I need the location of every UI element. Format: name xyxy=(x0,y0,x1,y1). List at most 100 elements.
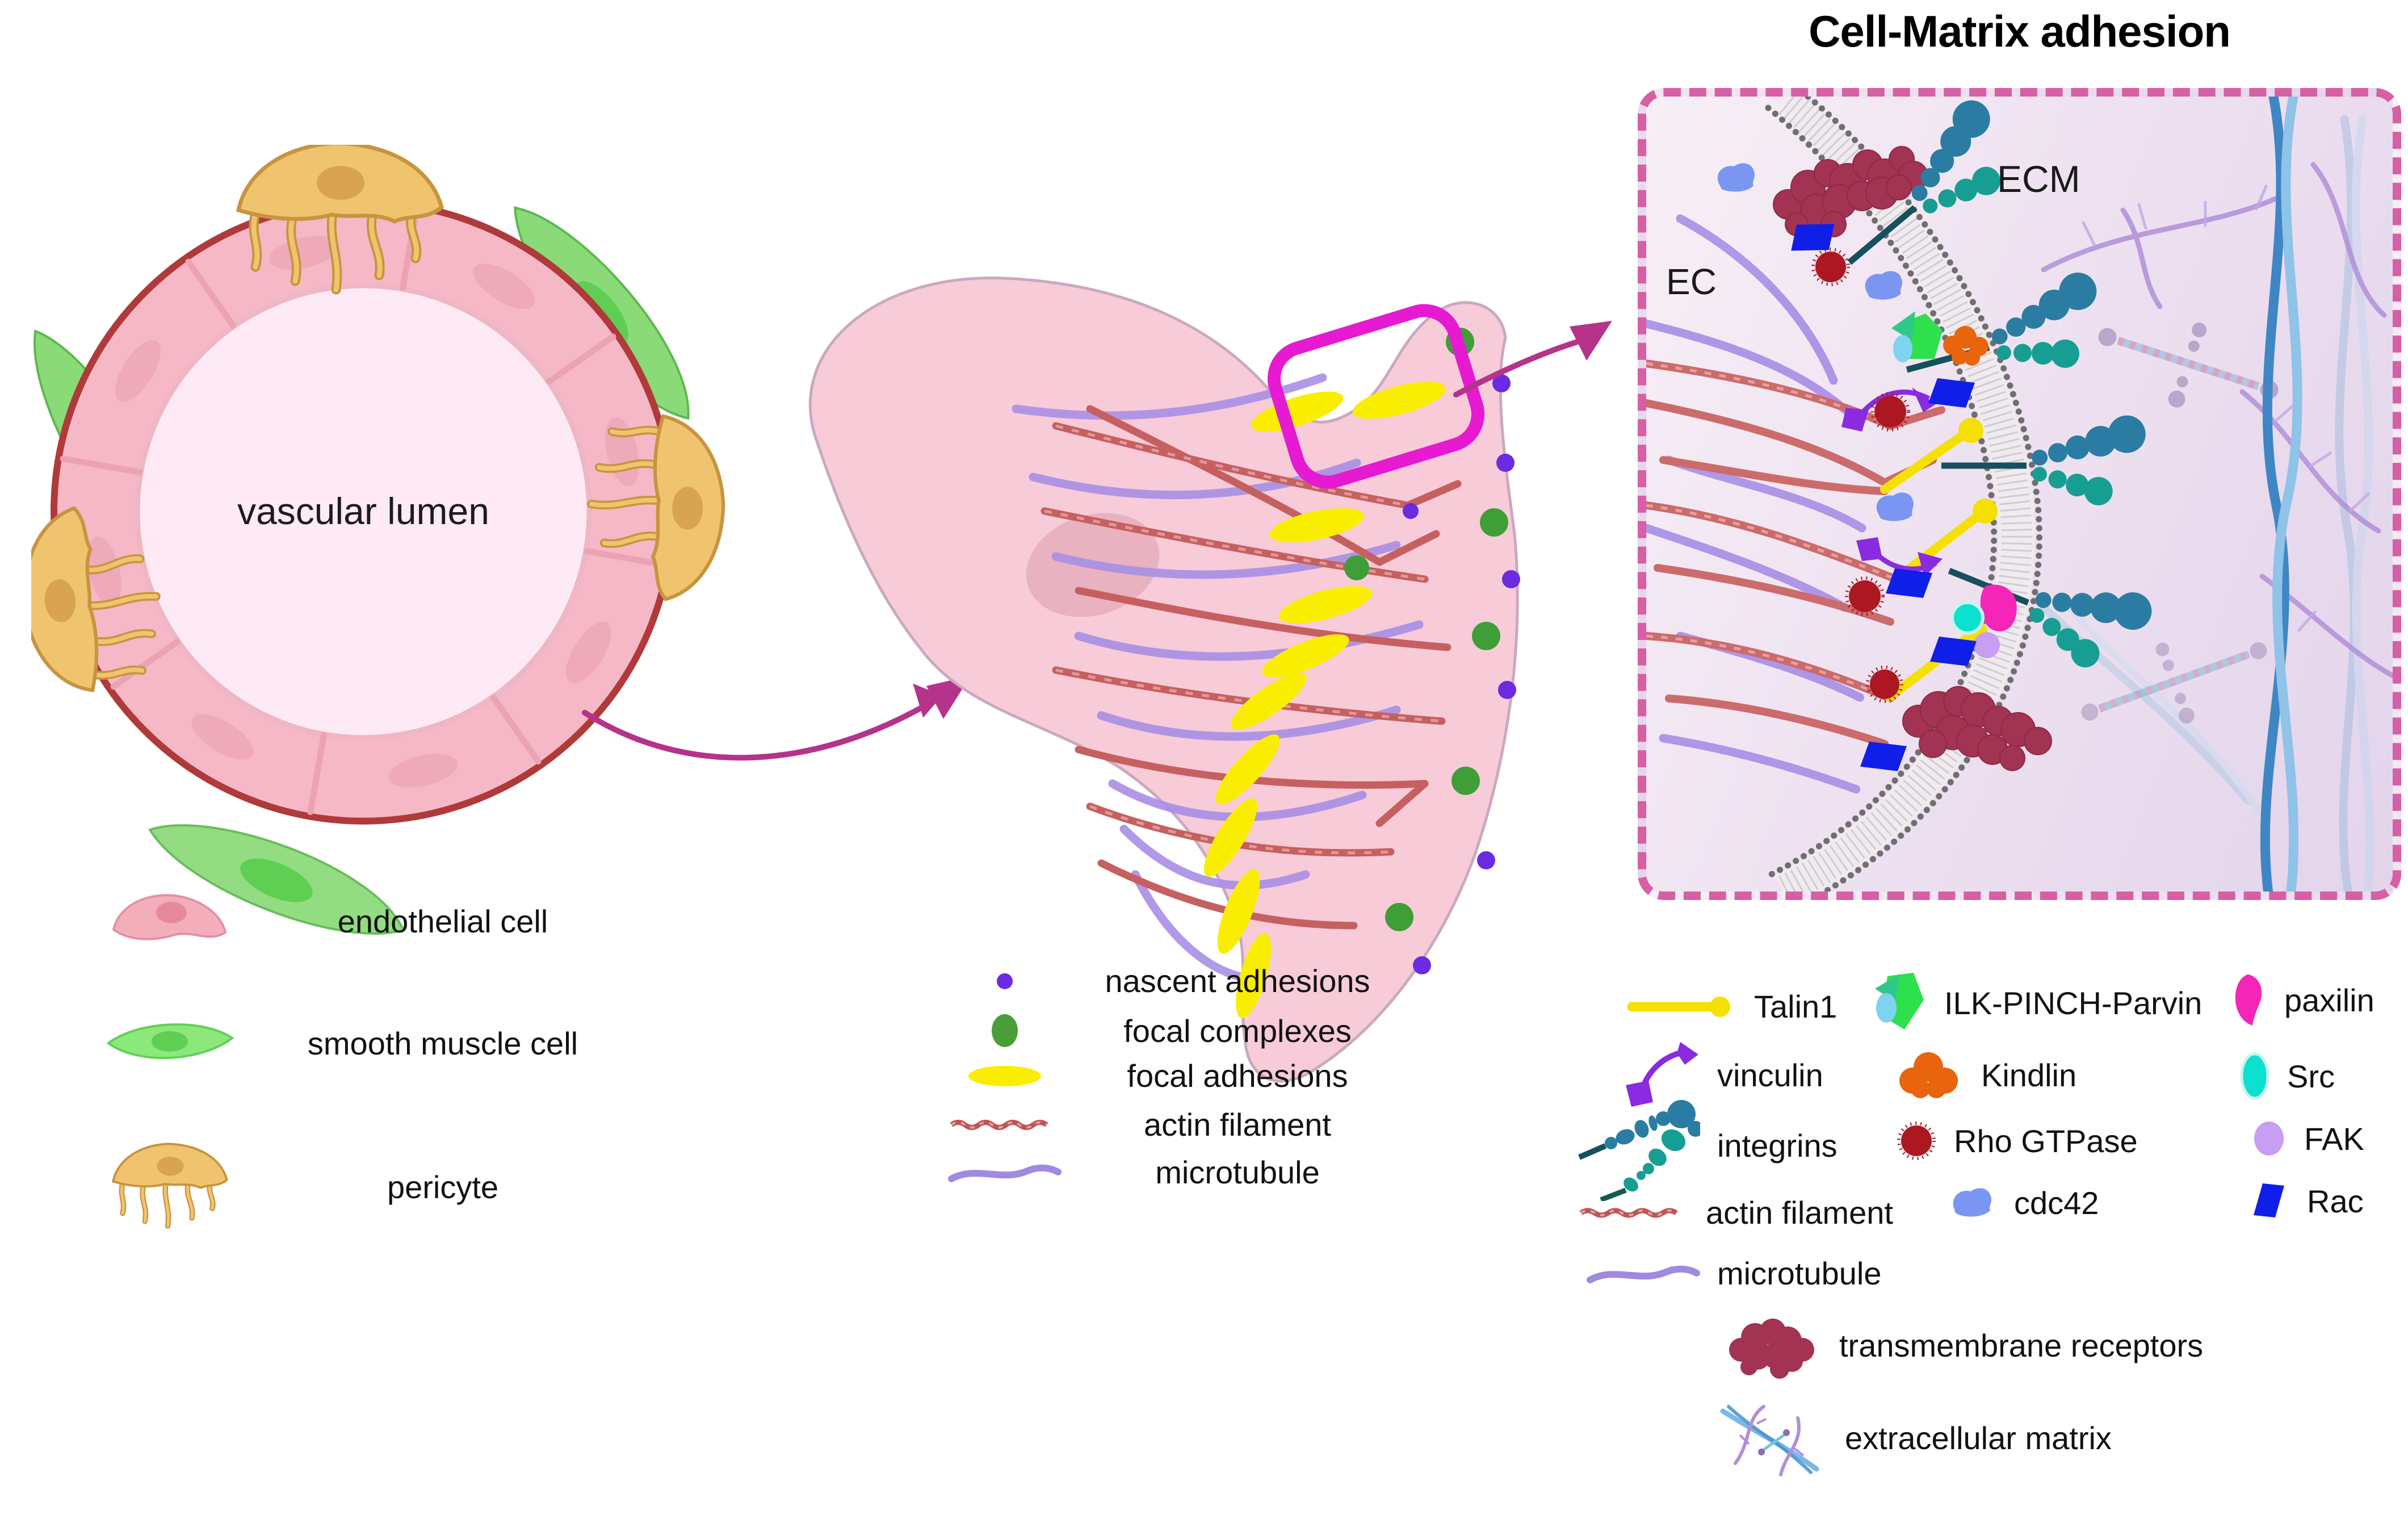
legend-label: Kindlin xyxy=(1981,1057,2077,1093)
pericyte-icon xyxy=(85,1139,255,1235)
pericyte xyxy=(236,145,444,295)
nascent-adhesions xyxy=(1403,374,1520,974)
smooth-muscle-cell-icon xyxy=(85,1016,255,1070)
paxilin-icon xyxy=(2230,971,2267,1029)
legend-row-microtubule: microtubule xyxy=(931,1154,1419,1191)
endothelial-cell-icon xyxy=(85,889,255,954)
glycoprotein-cross xyxy=(2081,642,2267,724)
legend-item-talin1: Talin1 xyxy=(1626,988,1837,1025)
legend-item-actin: actin filament xyxy=(1578,1194,1893,1231)
legend-label: FAK xyxy=(2304,1120,2364,1157)
src xyxy=(1950,601,1985,635)
legend-label: pericyte xyxy=(387,1169,499,1205)
transmembrane-receptor-cluster xyxy=(1902,686,2052,771)
legend-item-cdc42: cdc42 xyxy=(1947,1184,2099,1221)
legend-label: ILK-PINCH-Parvin xyxy=(1944,985,2203,1021)
paxilin xyxy=(1980,584,2017,631)
fak xyxy=(1974,632,2000,658)
rho-gtpase-icon xyxy=(1896,1120,1937,1161)
extracellular-matrix-icon xyxy=(1711,1394,1828,1482)
legend-label: endothelial cell xyxy=(337,903,548,939)
legend-label: paxilin xyxy=(2284,982,2375,1018)
integrin xyxy=(1941,415,2146,505)
legend-label: Rac xyxy=(2307,1183,2364,1219)
legend-label: extracellular matrix xyxy=(1845,1420,2112,1456)
transmembrane-receptor-cluster xyxy=(1773,146,1928,237)
legend-row-nascent: nascent adhesions xyxy=(931,962,1419,999)
actin-filament-icon xyxy=(1578,1203,1689,1223)
talin1-icon xyxy=(1626,994,1737,1020)
legend-label: nascent adhesions xyxy=(1105,963,1370,999)
rho-gtpase-ruffle xyxy=(1811,248,1910,703)
legend-item-src: Src xyxy=(2239,1049,2335,1103)
legend-item-fak: FAK xyxy=(2251,1119,2364,1158)
legend-row-focal-adhesions: focal adhesions xyxy=(931,1057,1419,1094)
actin-filament-icon xyxy=(931,1115,1079,1135)
cdc42-icon xyxy=(1947,1184,1997,1221)
pericyte xyxy=(31,506,161,693)
integrin xyxy=(1948,567,2152,668)
legend-label: Src xyxy=(2287,1058,2335,1094)
legend-item-receptors: transmembrane receptors xyxy=(1723,1309,2203,1382)
microtubule-icon xyxy=(1587,1259,1700,1288)
rac-icon xyxy=(2248,1181,2290,1221)
rac xyxy=(1791,224,1977,771)
legend-label: actin filament xyxy=(1144,1107,1331,1142)
migrating-endothelial-cell xyxy=(808,277,1520,1083)
focal-adhesions xyxy=(1203,382,1446,1019)
legend-item-rac: Rac xyxy=(2248,1181,2364,1221)
legend-item-vinculin: vinculin xyxy=(1623,1041,1823,1109)
microtubule-icon xyxy=(931,1158,1079,1187)
legend-label: microtubule xyxy=(1717,1255,1882,1291)
legend-label: integrins xyxy=(1717,1128,1838,1164)
legend-label: Rho GTPase xyxy=(1954,1123,2138,1159)
legend-row-pericyte: pericyte xyxy=(85,1139,630,1235)
actin-texture xyxy=(1646,362,1897,700)
ilk-pinch-parvin-icon xyxy=(1870,969,1927,1036)
legend-label: actin filament xyxy=(1706,1195,1893,1231)
legend-row-actin: actin filament xyxy=(931,1106,1419,1143)
legend-row-focal-complexes: focal complexes xyxy=(931,1011,1419,1051)
kindlin xyxy=(1943,326,1989,366)
legend-item-ilk: ILK-PINCH-Parvin xyxy=(1870,969,2202,1036)
legend-label: focal adhesions xyxy=(1127,1058,1348,1094)
legend-label: transmembrane receptors xyxy=(1839,1327,2204,1363)
legend-label: focal complexes xyxy=(1123,1012,1352,1049)
cdc42 xyxy=(1717,163,1914,521)
legend-item-integrins: integrins xyxy=(1578,1090,1838,1201)
extracellular-matrix-fibers xyxy=(2040,97,2393,892)
legend-label: cdc42 xyxy=(2014,1185,2099,1221)
integrin xyxy=(1906,273,2097,373)
legend-label: smooth muscle cell xyxy=(307,1026,578,1061)
page-title: Cell-Matrix adhesion xyxy=(1809,6,2231,56)
cell-matrix-adhesion-panel: EC ECM xyxy=(1638,88,2401,900)
vinculin-icon xyxy=(1623,1041,1700,1109)
focal-adhesions-icon xyxy=(931,1063,1079,1089)
legend-label: microtubule xyxy=(1155,1154,1320,1190)
highlight-box xyxy=(1267,304,1485,489)
focal-complexes-icon xyxy=(931,1011,1079,1051)
src-icon xyxy=(2239,1049,2270,1103)
adhesion-legend: nascent adhesions focal complexes focal … xyxy=(931,960,1419,1232)
legend-item-paxilin: paxilin xyxy=(2230,971,2375,1029)
legend-row-endothelial: endothelial cell xyxy=(85,889,630,954)
integrin xyxy=(1847,100,2000,265)
rho-gtpase xyxy=(1815,252,1906,699)
legend-label: vinculin xyxy=(1717,1057,1823,1093)
legend-row-smooth-muscle: smooth muscle cell xyxy=(85,1016,630,1070)
arrow-cell-to-panel xyxy=(1453,321,1612,397)
legend-item-microtubule: microtubule xyxy=(1587,1255,1881,1292)
legend-label: Talin1 xyxy=(1754,989,1838,1024)
cell-legend: endothelial cell smooth muscle cell xyxy=(85,883,630,1269)
vessel-cross-section: vascular lumen xyxy=(31,145,725,935)
vinculin xyxy=(1841,387,1943,577)
integrins-icon xyxy=(1578,1090,1700,1201)
ilk-pinch-parvin xyxy=(1891,311,1943,362)
vascular-lumen-label: vascular lumen xyxy=(237,490,489,532)
legend-item-ecm: extracellular matrix xyxy=(1711,1394,2112,1482)
glycoprotein-cross xyxy=(2098,323,2279,408)
nascent-adhesions-icon xyxy=(931,969,1079,994)
molecule-legend: Talin1 ILK-PINCH-Parvin paxilin vinculin xyxy=(1578,945,2408,1508)
ec-label: EC xyxy=(1666,261,1717,302)
ecm-label: ECM xyxy=(1997,158,2080,200)
